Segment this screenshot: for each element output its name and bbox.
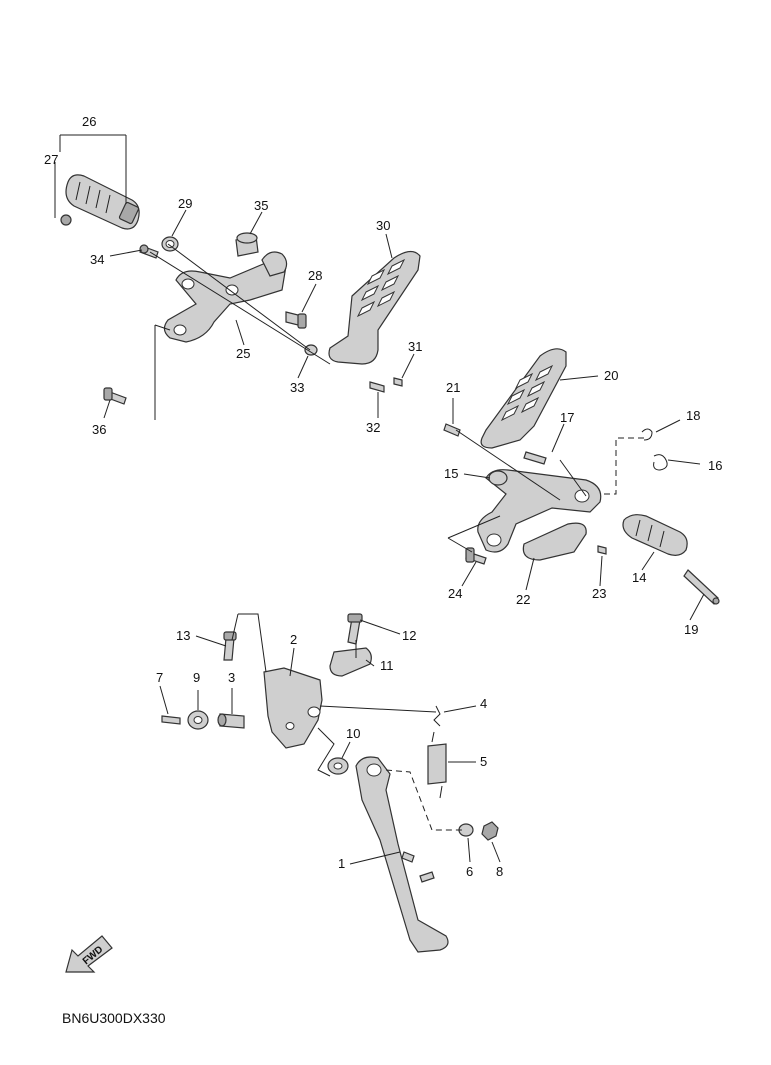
screw-31-part (393, 377, 403, 387)
callout-32: 32 (366, 420, 380, 435)
sidestand-bracket-2-part (263, 667, 323, 749)
fwd-arrow-icon (65, 935, 113, 973)
callout-12: 12 (402, 628, 416, 643)
callout-9: 9 (193, 670, 200, 685)
callout-4: 4 (480, 696, 487, 711)
callout-14: 14 (632, 570, 646, 585)
callout-28: 28 (308, 268, 322, 283)
screw-23-part (597, 545, 607, 555)
spring-16-part (653, 454, 668, 471)
spring-4-part (433, 705, 441, 727)
callout-23: 23 (592, 586, 606, 601)
spring-5-part (427, 743, 447, 785)
callout-2: 2 (290, 632, 297, 647)
footrest-clip-part (118, 201, 140, 225)
sidestand-assembly (161, 613, 499, 953)
callout-21: 21 (446, 380, 460, 395)
footrest-assembly-right (443, 348, 720, 605)
callout-17: 17 (560, 410, 574, 425)
callout-34: 34 (90, 252, 104, 267)
bolt-17-part (523, 451, 547, 465)
callout-36: 36 (92, 422, 106, 437)
bracket-boss-part (261, 251, 288, 277)
callout-19: 19 (684, 622, 698, 637)
clip-18-part (641, 428, 653, 441)
callout-35: 35 (254, 198, 268, 213)
heel-guard-20-part (480, 348, 567, 449)
pin-19-part (683, 569, 719, 605)
screw-21-part (443, 423, 461, 437)
callout-26: 26 (82, 114, 96, 129)
callout-8: 8 (496, 864, 503, 879)
nut-27-part (60, 214, 72, 226)
callout-25: 25 (236, 346, 250, 361)
callout-27: 27 (44, 152, 58, 167)
callout-11: 11 (380, 658, 394, 673)
callout-3: 3 (228, 670, 235, 685)
bolt-13-part (223, 637, 235, 661)
drawing-code: BN6U300DX330 (62, 1010, 166, 1026)
callout-33: 33 (290, 380, 304, 395)
plate-22-part (522, 522, 587, 561)
collar-33-part (304, 344, 318, 356)
footrest-assembly-left (54, 134, 421, 420)
callout-7: 7 (156, 670, 163, 685)
sidestand-1-part (355, 756, 449, 953)
screw-32-part (369, 381, 385, 393)
callout-1: 1 (338, 856, 345, 871)
footrest-bracket-15-part (477, 469, 602, 553)
callout-22: 22 (516, 592, 530, 607)
callout-15: 15 (444, 466, 458, 481)
bolt-7-part (161, 715, 181, 725)
callout-leaders (103, 209, 705, 865)
callout-10: 10 (346, 726, 360, 741)
callout-20: 20 (604, 368, 618, 383)
callout-31: 31 (408, 339, 422, 354)
callout-5: 5 (480, 754, 487, 769)
callout-18: 18 (686, 408, 700, 423)
heel-guard-30-part (328, 250, 421, 365)
callout-13: 13 (176, 628, 190, 643)
nut-8-part (481, 821, 499, 841)
callout-16: 16 (708, 458, 722, 473)
callout-24: 24 (448, 586, 462, 601)
switch-11-part (329, 647, 372, 677)
callout-6: 6 (466, 864, 473, 879)
footrest-peg-14-part (622, 514, 688, 556)
fwd-arrow: FWD (65, 935, 113, 973)
callout-29: 29 (178, 196, 192, 211)
callout-30: 30 (376, 218, 390, 233)
callout-labels: 26 27 29 35 30 34 28 25 31 33 32 36 20 2… (44, 114, 722, 879)
